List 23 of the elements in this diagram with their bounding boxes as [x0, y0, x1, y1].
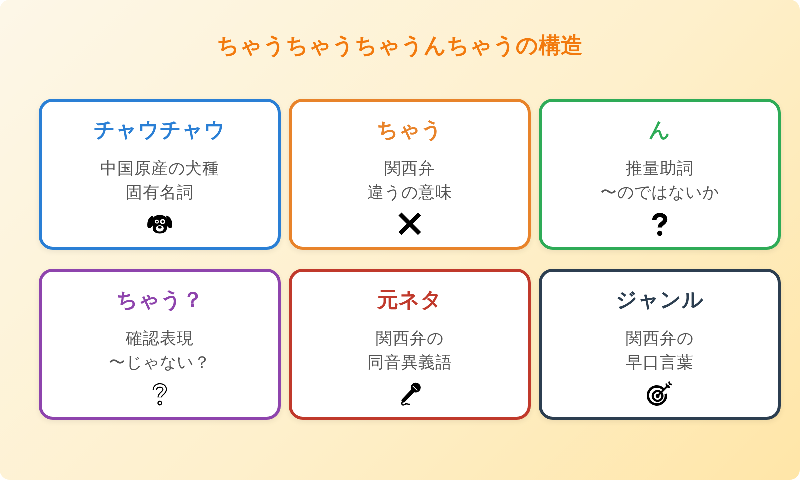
card-heading: ん: [649, 117, 671, 144]
card-heading: ちゃう？: [116, 287, 204, 314]
card-text: 関西弁の早口言葉: [626, 328, 694, 374]
card-text: 推量助詞: [626, 158, 694, 180]
card-text: 中国原産の犬種: [100, 158, 220, 180]
card-text: 違うの意味: [368, 182, 452, 204]
term-card: [39, 99, 281, 250]
card-text: 関西弁の同音異義語: [368, 328, 452, 374]
term-card: [289, 269, 531, 420]
card-heading: チャウチャウ: [94, 117, 226, 144]
term-card: [289, 99, 531, 250]
card-heading: ちゃう: [377, 117, 443, 144]
card-text: 確認表現: [126, 328, 194, 350]
card-text: 〜じゃない？: [109, 352, 211, 374]
card-heading: 元ネタ: [378, 287, 442, 314]
card-text: 〜のではないか: [600, 182, 720, 204]
term-card: [39, 269, 281, 420]
card-heading: ジャンル: [616, 287, 704, 314]
term-card: [539, 99, 781, 250]
diagram-title: ちゃうちゃうちゃうんちゃうの構造: [217, 33, 583, 61]
term-card: [539, 269, 781, 420]
card-text: 固有名詞: [126, 182, 194, 204]
card-text: 関西弁: [384, 158, 436, 180]
